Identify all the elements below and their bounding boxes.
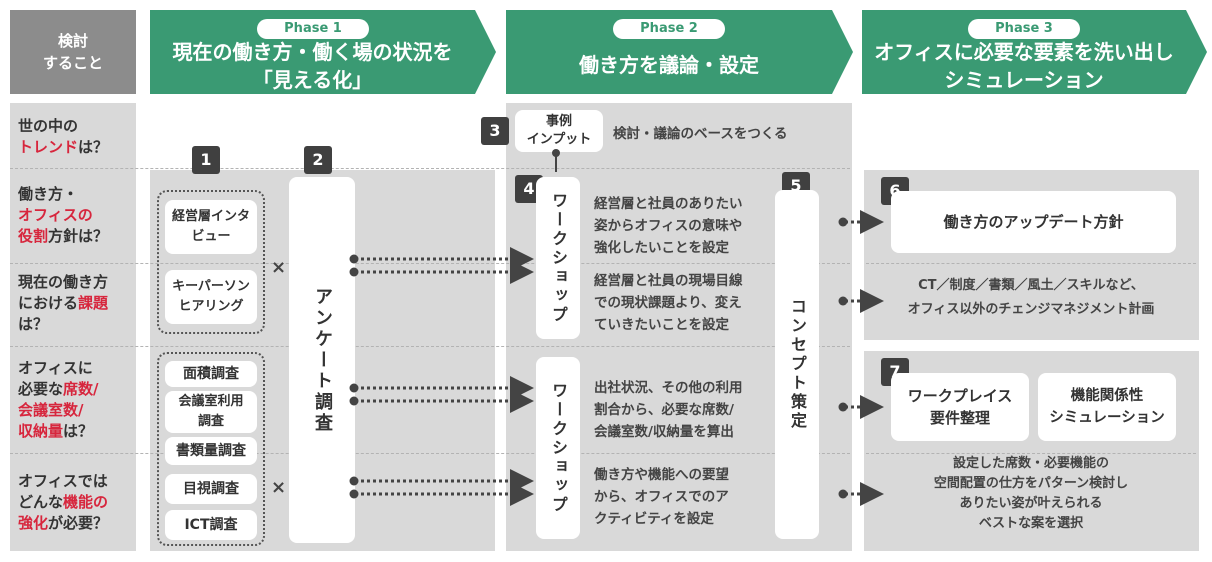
workshop-box-lower: ワークショップ [536,357,580,539]
phase1-label: Phase 1 [257,19,369,39]
row-separator [10,168,850,169]
case-input-connector [552,149,560,172]
question-capacity: オフィスに 必要な席数/ 会議室数/ 収納量は？ [18,359,99,440]
phase1-title: 現在の働き方・働く場の状況を 「見える化」 [172,40,453,92]
question-column [10,103,136,551]
phase3-arrow [862,10,1207,94]
question-functions: オフィスでは どんな機能の 強化が必要？ [18,472,109,532]
case-input-description: 検討・議論のベースをつくる [613,126,788,142]
workshop-label-upper: ワークショップ [549,191,568,325]
dotted-arrow-row4 [355,376,534,413]
dotted-arrow-row2 [355,247,534,284]
function-simulation-box: 機能関係性 シミュレーション [1038,373,1176,441]
phase2-title: 働き方を議論・設定 [579,53,759,77]
times-symbol-upper: × [271,257,287,278]
step-badge-2: 2 [304,146,332,174]
phase3-title: オフィスに必要な要素を洗い出し シミュレーション [874,40,1174,92]
area-survey-box: 面積調査 [165,361,257,387]
connector-dots [349,217,848,499]
workshop-box-upper: ワークショップ [536,177,580,339]
times-symbol-lower: × [271,477,287,498]
workshop-label-lower: ワークショップ [549,381,568,515]
work-style-policy-box: 働き方のアップデート方針 [891,191,1176,253]
left-header: 検討 すること [10,10,136,94]
question-trend: 世の中の トレンドは？ [18,117,109,156]
visual-survey-box: 目視調査 [165,474,257,504]
ict-survey-box: ICT調査 [165,510,257,540]
row-separator [10,346,850,347]
concept-box: コンセプト策定 [775,190,819,539]
row-separator [10,263,850,264]
concept-label: コンセプト策定 [788,298,807,431]
workshop-desc-issues: 経営層と社員の現場目線 での現状課題より、変え ていきたいことを設定 [594,273,743,333]
change-management-text: CT／制度／書類／風土／スキルなど、 オフィス以外のチェンジマネジメント計画 [907,278,1155,317]
row-separator [866,453,1196,454]
phase-arrows [150,10,1207,94]
question-current-issues: 現在の働き方 における課題 は？ [18,273,109,333]
row-separator [866,263,1196,264]
workshop-desc-role: 経営層と社員のありたい 姿からオフィスの意味や 強化したいことを設定 [594,196,743,256]
row-separator [10,453,850,454]
step-badge-1: 1 [192,146,220,174]
workshop-desc-capacity: 出社状況、その他の利用 割合から、必要な席数/ 会議室数/収納量を算出 [594,380,743,440]
meeting-room-survey-box: 会議室利用 調査 [165,391,257,433]
case-input-box: 事例 インプット [515,110,603,152]
keyperson-hearing-box: キーパーソン ヒアリング [165,270,257,324]
workshop-desc-functions: 働き方や機能への要望 から、オフィスでのア クティビティを設定 [594,467,729,527]
step-badge-3: 3 [481,117,509,145]
phase2-arrow [506,10,853,94]
workplace-requirements-box: ワークプレイス 要件整理 [891,373,1029,441]
dotted-arrow-row5 [355,469,534,506]
phase2-label: Phase 2 [613,19,725,39]
document-survey-box: 書類量調査 [165,437,257,465]
questionnaire-survey-label: アンケート調査 [312,286,333,434]
phase1-arrow [150,10,496,94]
questionnaire-survey-box: アンケート調査 [289,177,355,543]
survey-group [157,352,265,546]
concept-to-phase3-arrows [845,210,884,506]
layout-selection-text: 設定した席数・必要機能の 空間配置の仕方をパターン検討し ありたい姿が叶えられる… [933,456,1129,531]
interview-group [157,190,265,334]
executive-interview-box: 経営層インタ ビュー [165,200,257,254]
question-office-role: 働き方・ オフィスの 役割方針は？ [18,185,109,245]
phase3-label: Phase 3 [968,19,1080,39]
